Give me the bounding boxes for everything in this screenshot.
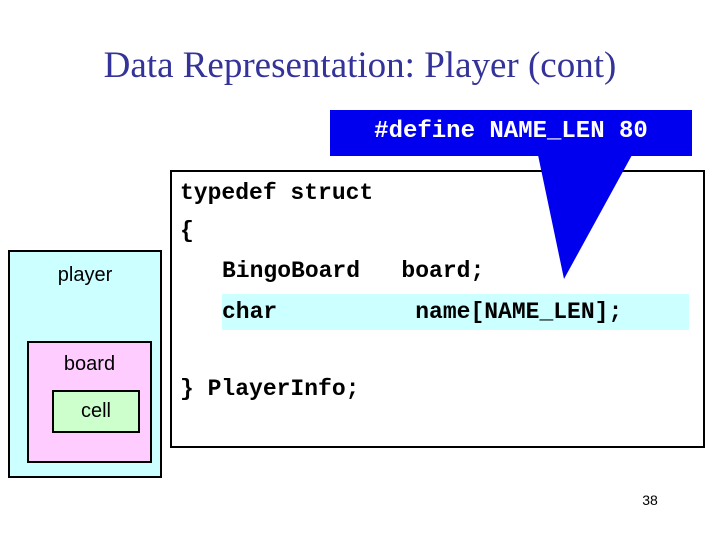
- diagram-box-board: board cell: [27, 341, 152, 463]
- define-callout-text: #define NAME_LEN 80: [374, 118, 648, 145]
- page-number: 38: [642, 492, 658, 508]
- code-line-name-member-highlight: char name[NAME_LEN];: [222, 294, 689, 330]
- define-callout-box: #define NAME_LEN 80: [330, 110, 692, 156]
- page-title: Data Representation: Player (cont): [103, 45, 617, 86]
- diagram-box-cell: cell: [52, 390, 140, 433]
- code-line-open-brace: {: [180, 218, 194, 244]
- code-line-close-brace-playerinfo: } PlayerInfo;: [180, 376, 360, 402]
- code-line-board-member: BingoBoard board;: [222, 258, 485, 284]
- code-line-typedef-struct: typedef struct: [180, 180, 374, 206]
- diagram-label-board: board: [63, 353, 116, 375]
- diagram-label-cell: cell: [80, 400, 111, 422]
- diagram-box-player: player board cell: [8, 250, 162, 478]
- code-listing-box: typedef struct { BingoBoard board; char …: [170, 170, 705, 448]
- code-line-name-member: char name[NAME_LEN];: [222, 299, 623, 325]
- diagram-label-player: player: [57, 264, 113, 286]
